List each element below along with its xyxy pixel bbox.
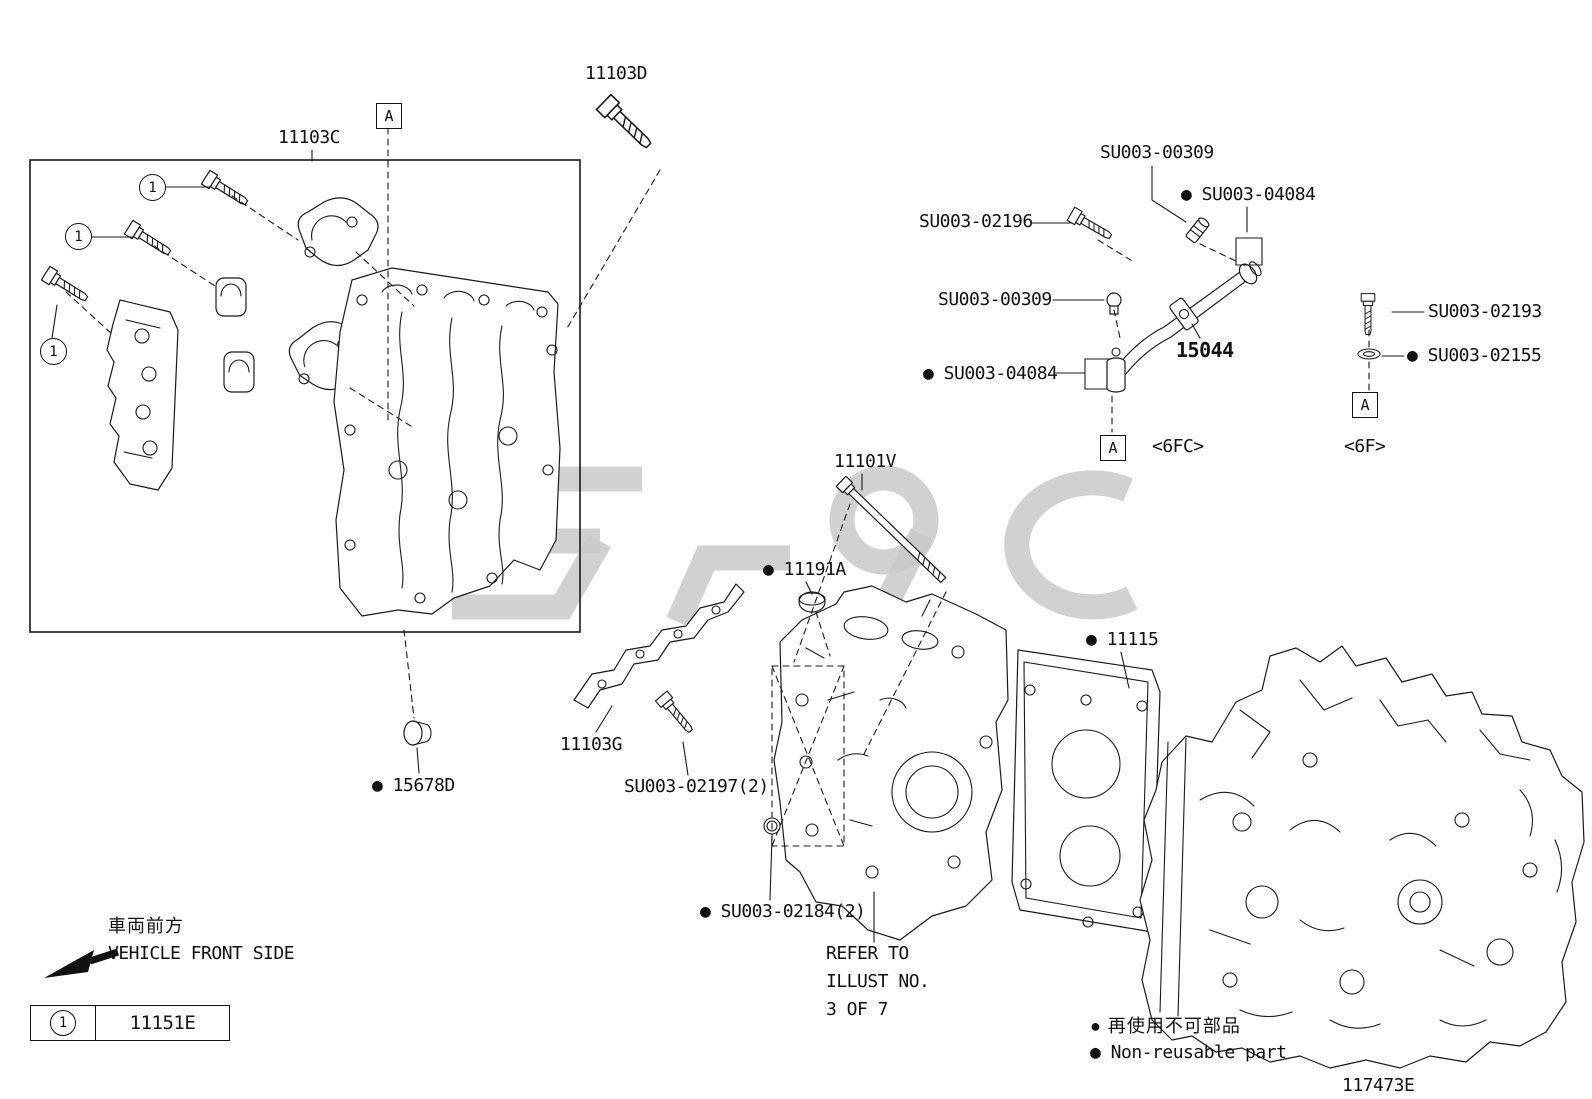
legend-index-circle: 1 xyxy=(50,1010,76,1036)
callout-su003-02196: SU003-02196 xyxy=(919,211,1033,232)
camshaft-housing-drawing xyxy=(333,267,561,617)
legend-part-number: 11151E xyxy=(129,1012,196,1034)
refer-note-line1: REFER TO xyxy=(826,943,909,964)
front-side-label-en: VEHICLE FRONT SIDE xyxy=(108,943,295,964)
bolt-drawings xyxy=(40,93,1376,737)
variant-6fc-label: <6FC> xyxy=(1152,436,1204,457)
union-04084-bottom-drawing xyxy=(1106,347,1126,393)
vehicle-front-arrow-icon xyxy=(44,948,120,978)
callout-11103C: 11103C xyxy=(278,127,341,148)
callout-su003-02184: ● SU003-02184(2) xyxy=(700,901,866,922)
plug-15678D-drawing xyxy=(403,720,432,746)
drawing-code: 117473E xyxy=(1342,1075,1415,1096)
callout-11103D: 11103D xyxy=(585,63,648,84)
section-marker-a-top: A xyxy=(376,103,402,129)
callout-11115: ● 11115 xyxy=(1086,629,1159,650)
callout-su003-00309-top: SU003-00309 xyxy=(1100,142,1214,163)
index-marker-1b: 1 xyxy=(65,223,92,250)
oil-pipe-15044-drawing xyxy=(1084,217,1263,393)
gasket-02155-drawing xyxy=(1357,348,1381,360)
refer-note-line2: ILLUST NO. xyxy=(826,971,930,992)
refer-note-line3: 3 OF 7 xyxy=(826,999,889,1020)
callout-11101V: 11101V xyxy=(834,451,897,472)
cylinder-block-drawing xyxy=(1139,645,1585,1069)
front-side-label-jp: 車両前方 xyxy=(108,916,184,936)
callout-11103G: 11103G xyxy=(560,734,623,755)
index-legend-box: 1 11151E xyxy=(30,1005,230,1041)
bearing-cap-drawing xyxy=(215,197,379,395)
index-marker-1c: 1 xyxy=(40,338,67,365)
leader-lines-dashed xyxy=(65,127,1370,759)
callout-su003-02155: ● SU003-02155 xyxy=(1407,345,1542,366)
callout-11191A: ● 11191A xyxy=(763,559,846,580)
callout-su003-02193: SU003-02193 xyxy=(1428,301,1542,322)
callout-15044: 15044 xyxy=(1176,338,1234,362)
callout-su003-04084-top: ● SU003-04084 xyxy=(1181,184,1316,205)
index-marker-1a: 1 xyxy=(139,174,166,201)
section-marker-a-right: A xyxy=(1352,392,1378,418)
callout-su003-02197: SU003-02197(2) xyxy=(624,776,769,797)
leader-lines-solid xyxy=(51,149,1425,943)
nonreusable-legend-jp: ● 再使用不可部品 xyxy=(1090,1016,1241,1036)
callout-su003-04084-mid: ● SU003-04084 xyxy=(923,363,1058,384)
union-04084-top-drawing xyxy=(1185,217,1210,244)
gasket-strip-drawing xyxy=(573,583,745,709)
legend-index-cell: 1 xyxy=(31,1006,96,1040)
callout-su003-00309-mid: SU003-00309 xyxy=(938,289,1052,310)
section-marker-a-mid: A xyxy=(1100,435,1126,461)
head-construction-lines xyxy=(771,665,845,847)
cylinder-head-drawing xyxy=(773,585,1009,941)
callout-15678D: ● 15678D xyxy=(372,775,455,796)
camshaft-cap-strip-drawing xyxy=(106,299,179,491)
variant-6f-label: <6F> xyxy=(1344,436,1386,457)
nonreusable-legend-en: ● Non-reusable part xyxy=(1090,1042,1287,1063)
stud-bolt-11101V-drawing xyxy=(835,475,947,584)
head-gasket-drawing xyxy=(1011,649,1161,933)
assembly-enclosure-box xyxy=(29,159,581,633)
plug-11191A-drawing xyxy=(798,591,826,613)
